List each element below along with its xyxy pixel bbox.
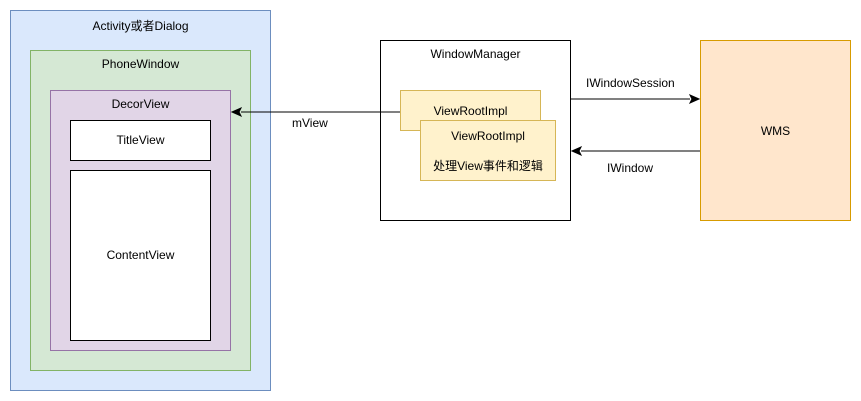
mview-edge-label: mView xyxy=(292,116,328,130)
iwindow-edge-label: IWindow xyxy=(607,161,654,175)
mview-arrowhead xyxy=(230,106,243,118)
window-manager-label: WindowManager xyxy=(430,47,521,61)
view-root-impl-front-box: ViewRootImpl 处理View事件和逻辑 xyxy=(420,120,556,181)
title-view-box: TitleView xyxy=(70,120,211,161)
content-view-box: ContentView xyxy=(70,170,211,341)
iwindow-session-edge-label: IWindowSession xyxy=(586,76,675,90)
content-view-label: ContentView xyxy=(106,248,175,262)
iwindow-session-arrowhead xyxy=(688,93,701,105)
wms-label: WMS xyxy=(760,124,791,138)
wms-box: WMS xyxy=(700,40,851,221)
view-root-impl-front-sublabel: 处理View事件和逻辑 xyxy=(433,159,543,173)
view-root-impl-back-label: ViewRootImpl xyxy=(433,104,508,118)
title-view-label: TitleView xyxy=(116,133,165,147)
activity-label: Activity或者Dialog xyxy=(92,19,189,33)
iwindow-arrowhead xyxy=(570,145,583,157)
decor-view-label: DecorView xyxy=(111,97,170,111)
view-root-impl-front-label: ViewRootImpl xyxy=(451,129,525,143)
phone-window-label: PhoneWindow xyxy=(101,57,180,71)
